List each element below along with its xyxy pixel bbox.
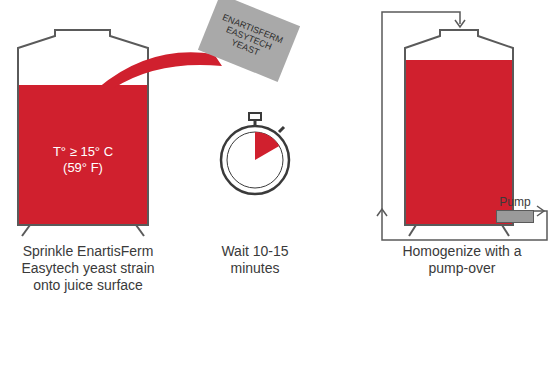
stopwatch bbox=[221, 113, 289, 194]
node-text: ENARTISFERM EASYTECH YEAST bbox=[211, 11, 287, 65]
pump-over-tank bbox=[405, 30, 513, 236]
step-caption: Wait 10-15 minutes bbox=[210, 243, 300, 277]
tank-temperature: T° ≥ 15° C (59° F) bbox=[30, 130, 136, 190]
yeast-pour bbox=[98, 52, 222, 88]
tank bbox=[18, 30, 148, 236]
pump-box: Pump bbox=[493, 193, 537, 225]
pump-over-loop bbox=[377, 12, 547, 240]
node-text: T° ≥ 15° C (59° F) bbox=[42, 144, 124, 176]
step-caption: Sprinkle EnartisFerm Easytech yeast stra… bbox=[13, 243, 163, 294]
step-caption: Homogenize with a pump-over bbox=[387, 243, 537, 277]
pump-body bbox=[496, 210, 534, 223]
yeast-packet: ENARTISFERM EASYTECH YEAST bbox=[198, 0, 300, 82]
node-text: Pump bbox=[493, 196, 537, 209]
